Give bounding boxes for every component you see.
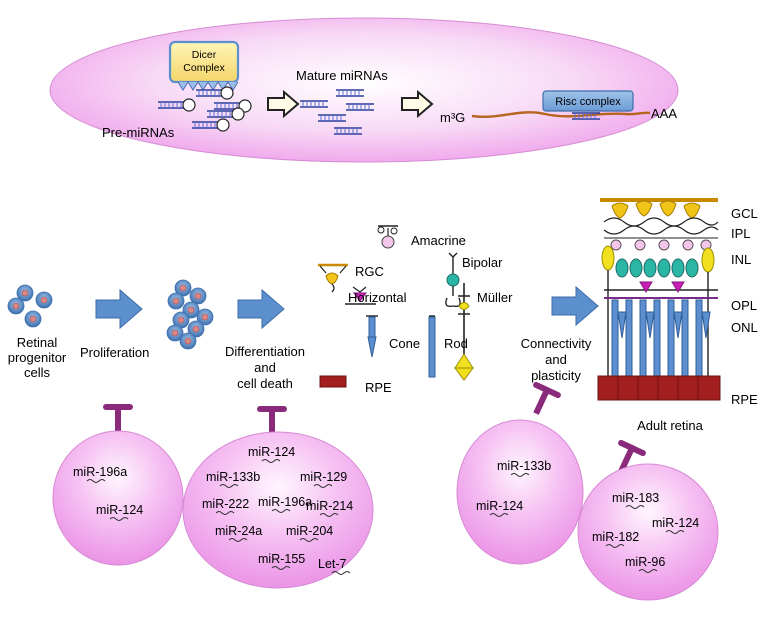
progenitor-label-2: progenitor	[8, 350, 67, 365]
rod-label: Rod	[444, 336, 468, 351]
bipolar-cell	[445, 252, 461, 308]
rpe-cell	[319, 375, 347, 388]
poly-a-label: AAA	[651, 106, 677, 121]
muller-label: Müller	[477, 290, 513, 305]
rpe-label: RPE	[365, 380, 392, 395]
rgc-cell	[318, 263, 348, 293]
mirna-squiggle	[625, 505, 645, 509]
mirna-squiggle	[215, 511, 235, 515]
mirna-bubble-connectivity	[456, 419, 584, 565]
mirna-squiggle	[489, 513, 509, 517]
layer-rpe: RPE	[731, 392, 758, 407]
muller-cell	[454, 283, 474, 381]
mature-mirnas-label: Mature miRNAs	[296, 68, 388, 83]
mirna-adult-1: miR-124	[652, 516, 699, 530]
mirna-squiggle	[299, 538, 319, 542]
amacrine-cell	[377, 225, 398, 249]
mirna-differentiation-0: miR-124	[248, 445, 295, 459]
stage-arrow-2	[237, 289, 285, 329]
mirna-squiggle	[319, 513, 339, 517]
dicer-label-2: Complex	[183, 62, 225, 74]
inhibitor-proliferation	[106, 407, 130, 433]
adult-retina-label: Adult retina	[637, 418, 704, 433]
mirna-differentiation-9: Let-7	[318, 557, 347, 571]
connectivity-label-1: Connectivity	[521, 336, 592, 351]
connectivity-label-2: and	[545, 352, 567, 367]
mirna-squiggle	[313, 484, 333, 488]
stage-arrow-3	[551, 286, 599, 326]
proliferating-cells	[166, 279, 214, 350]
connectivity-label-3: plasticity	[531, 368, 581, 383]
layer-inl: INL	[731, 252, 751, 267]
mirna-differentiation-4: miR-196a	[258, 495, 312, 509]
mirna-bubble-adult	[577, 463, 719, 601]
mirna-squiggle	[510, 473, 530, 477]
dicer-label-1: Dicer	[192, 49, 217, 61]
mirna-differentiation-6: miR-24a	[215, 524, 262, 538]
differentiation-label-1: Differentiation	[225, 344, 305, 359]
mirna-proliferation-1: miR-124	[96, 503, 143, 517]
amacrine-label: Amacrine	[411, 233, 466, 248]
mirna-differentiation-5: miR-214	[306, 499, 353, 513]
cone-label: Cone	[389, 336, 420, 351]
mrna-cap-label: m³G	[440, 110, 465, 125]
mirna-squiggle	[271, 566, 291, 570]
mirna-adult-3: miR-96	[625, 555, 665, 569]
mirna-squiggle	[331, 571, 351, 575]
mirna-squiggle	[228, 538, 248, 542]
mirna-bubble-proliferation	[52, 430, 184, 566]
mirna-squiggle	[219, 484, 239, 488]
mirna-squiggle	[109, 517, 129, 521]
mirna-squiggle	[605, 544, 625, 548]
differentiation-label-2: and	[254, 360, 276, 375]
mirna-connectivity-1: miR-124	[476, 499, 523, 513]
inhibitor-connectivity	[525, 385, 558, 419]
mirna-differentiation-8: miR-155	[258, 552, 305, 566]
risc-label: Risc complex	[555, 96, 621, 108]
stage-arrow-1	[95, 289, 143, 329]
mirna-differentiation-1: miR-133b	[206, 470, 260, 484]
mirna-squiggle	[261, 459, 281, 463]
mirna-labels: miR-196a miR-124 miR-124 miR-133b miR-129 miR…	[73, 445, 699, 575]
proliferation-label: Proliferation	[80, 345, 149, 360]
horizontal-label: Horizontal	[348, 290, 407, 305]
mirna-squiggle	[665, 530, 685, 534]
mirna-differentiation-2: miR-129	[300, 470, 347, 484]
inhibitor-differentiation	[260, 409, 284, 435]
mirna-squiggle	[271, 509, 291, 513]
mirna-proliferation-0: miR-196a	[73, 465, 127, 479]
layer-onl: ONL	[731, 320, 758, 335]
retinal-progenitor-cells	[7, 284, 53, 328]
mirna-differentiation-3: miR-222	[202, 497, 249, 511]
mirna-adult-0: miR-183	[612, 491, 659, 505]
retina-layer-labels: GCL IPL INL OPL ONL RPE	[731, 206, 758, 407]
mirna-squiggle	[86, 479, 106, 483]
mirna-differentiation-7: miR-204	[286, 524, 333, 538]
rod-cell	[428, 315, 436, 378]
rgc-label: RGC	[355, 264, 384, 279]
adult-retina-illustration	[597, 198, 721, 401]
cone-cell	[366, 315, 378, 358]
mrna-strand	[471, 111, 651, 118]
progenitor-label-3: cells	[24, 365, 51, 380]
layer-gcl: GCL	[731, 206, 758, 221]
layer-opl: OPL	[731, 298, 757, 313]
mirna-bubble-differentiation	[182, 431, 374, 589]
dicer-complex: Dicer Complex	[168, 40, 240, 91]
mirna-connectivity-0: miR-133b	[497, 459, 551, 473]
horizontal-cell	[345, 286, 376, 305]
differentiation-label-3: cell death	[237, 376, 293, 391]
mirna-squiggle	[638, 569, 658, 573]
layer-ipl: IPL	[731, 226, 751, 241]
progenitor-label-1: Retinal	[17, 335, 58, 350]
bipolar-label: Bipolar	[462, 255, 503, 270]
pre-mirnas-label: Pre-miRNAs	[102, 125, 175, 140]
risc-complex: Risc complex	[542, 90, 634, 120]
mirna-adult-2: miR-182	[592, 530, 639, 544]
